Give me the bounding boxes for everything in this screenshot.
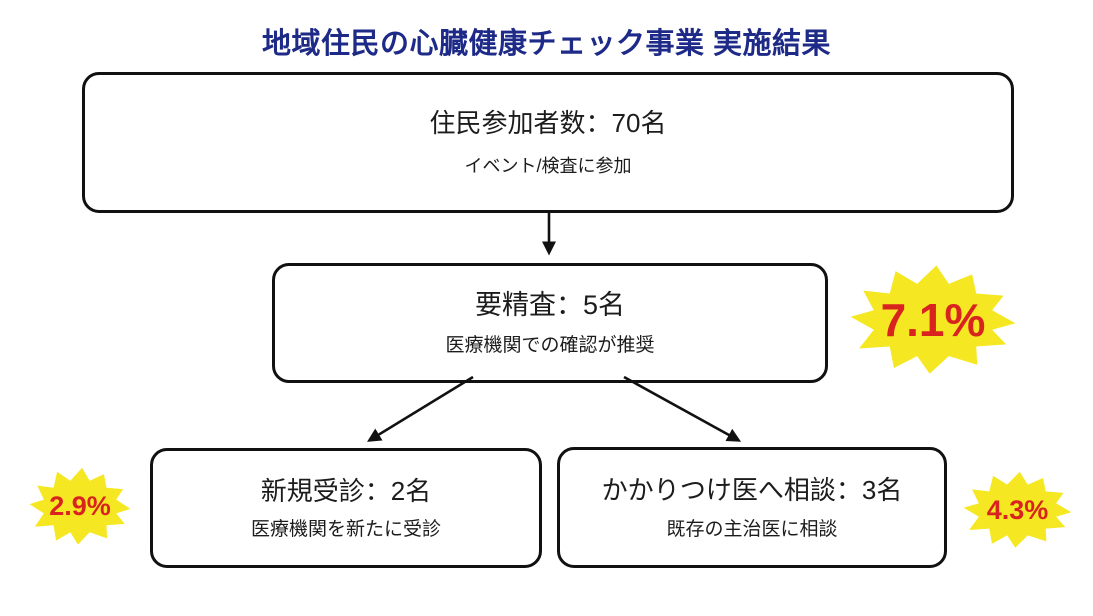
diagram-title: 地域住民の心臓健康チェック事業 実施結果 bbox=[261, 28, 832, 60]
node-needs-detailed-exam-sub: 医療機関での確認が推奨 bbox=[445, 334, 655, 356]
rate-badge-family-doctor: 4.3% bbox=[962, 470, 1073, 550]
starburst-icon bbox=[29, 467, 131, 545]
starburst-shape bbox=[850, 265, 1016, 374]
node-family-doctor-consult-main: かかりつけ医へ相談：3名 bbox=[601, 475, 903, 506]
node-new-consultation: 新規受診：2名 医療機関を新たに受診 bbox=[150, 448, 542, 568]
node-needs-detailed-exam-main: 要精査：5名 bbox=[474, 290, 626, 321]
rate-badge-family-doctor-value: 4.3% bbox=[986, 494, 1049, 525]
arrow-exam-to-new-consultation bbox=[367, 375, 474, 442]
node-participants-main: 住民参加者数：70名 bbox=[429, 108, 667, 139]
node-participants: 住民参加者数：70名 イベント/検査に参加 bbox=[82, 72, 1014, 213]
starburst-icon bbox=[850, 265, 1016, 374]
rate-badge-detailed-exam-value: 7.1% bbox=[880, 294, 986, 346]
rate-badge-new-consultation: 2.9% bbox=[28, 466, 132, 547]
rate-badge-detailed-exam: 7.1% bbox=[848, 263, 1018, 377]
node-participants-sub: イベント/検査に参加 bbox=[464, 155, 632, 176]
starburst-shape bbox=[29, 467, 131, 545]
starburst-shape bbox=[963, 471, 1072, 548]
node-family-doctor-consult: かかりつけ医へ相談：3名 既存の主治医に相談 bbox=[557, 447, 947, 568]
node-new-consultation-main: 新規受診：2名 bbox=[260, 475, 432, 506]
node-needs-detailed-exam: 要精査：5名 医療機関での確認が推奨 bbox=[272, 263, 828, 383]
arrow-exam-to-family-doctor bbox=[623, 375, 742, 442]
starburst-icon bbox=[963, 471, 1072, 548]
node-family-doctor-consult-sub: 既存の主治医に相談 bbox=[666, 518, 838, 540]
node-new-consultation-sub: 医療機関を新たに受診 bbox=[250, 519, 441, 541]
rate-badge-new-consultation-value: 2.9% bbox=[49, 491, 111, 521]
